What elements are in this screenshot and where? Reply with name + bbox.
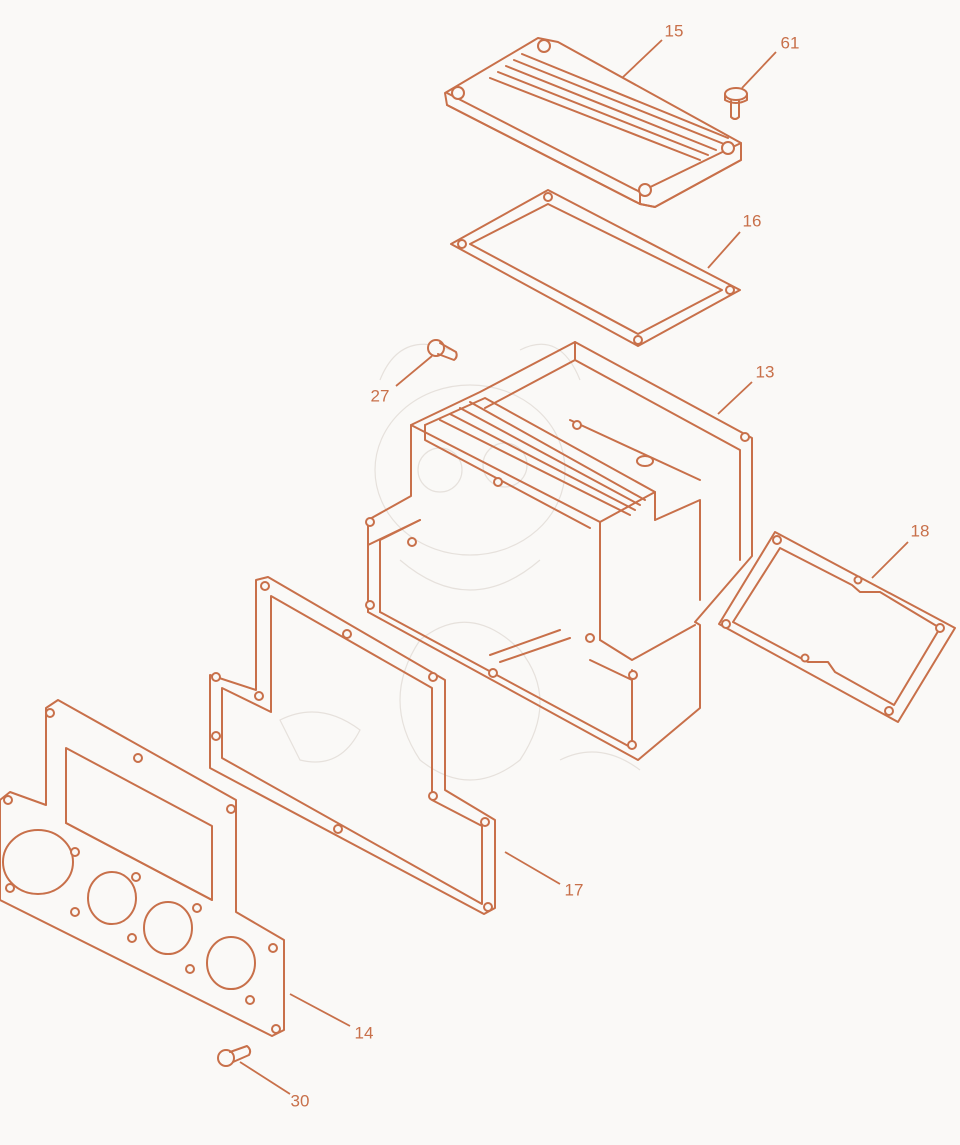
front-plate-part <box>0 699 285 1037</box>
leader-line-61 <box>741 51 777 89</box>
callout-label-14: 14 <box>355 1023 374 1042</box>
callout-label-16: 16 <box>743 211 762 230</box>
leader-line-14 <box>289 993 351 1027</box>
leader-line-17 <box>504 851 561 885</box>
leader-line-18 <box>871 541 909 579</box>
screw-61-part <box>724 87 748 120</box>
callout-label-15: 15 <box>665 21 684 40</box>
side-gasket-part <box>718 531 956 723</box>
callout-label-27: 27 <box>371 386 390 405</box>
leader-lines <box>239 39 909 1095</box>
callout-label-30: 30 <box>291 1091 310 1110</box>
screw-30-part <box>217 1045 252 1067</box>
callout-label-17: 17 <box>565 880 584 899</box>
main-housing-part <box>365 341 753 761</box>
leader-line-30 <box>239 1061 291 1095</box>
watermark-figure <box>279 343 641 781</box>
leader-line-15 <box>621 39 663 79</box>
callout-label-13: 13 <box>756 362 775 381</box>
leader-line-27 <box>395 355 433 387</box>
callout-labels: 15 61 16 27 13 18 17 14 30 <box>291 21 930 1110</box>
top-gasket-part <box>450 189 741 347</box>
leader-line-13 <box>717 381 753 415</box>
callout-label-61: 61 <box>781 33 800 52</box>
cover-plate-part <box>444 37 742 208</box>
screw-27-part <box>427 339 458 361</box>
rear-gasket-part <box>209 576 496 915</box>
callout-label-18: 18 <box>911 521 930 540</box>
leader-line-16 <box>707 231 741 269</box>
